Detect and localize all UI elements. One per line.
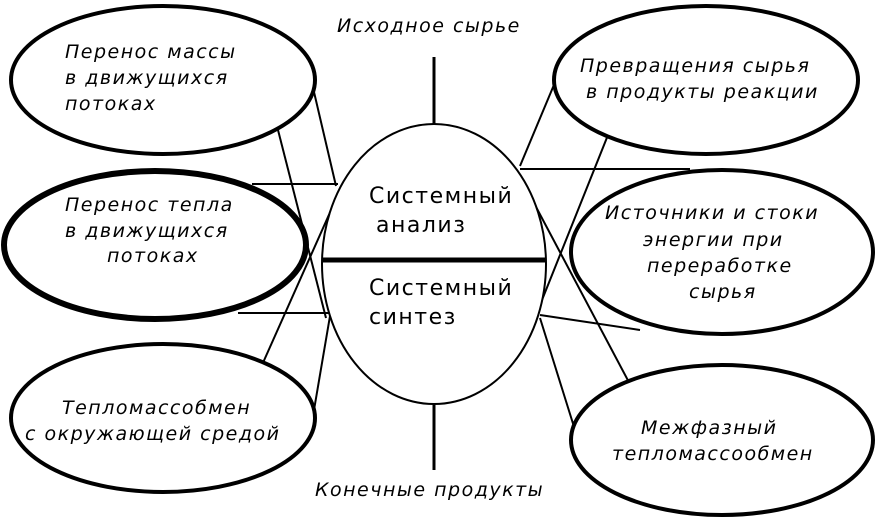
node-raw-conversion — [552, 4, 860, 156]
center-top-line1: Системный — [369, 184, 513, 209]
node-interphase-exchange-line1: Межфазный — [641, 417, 777, 439]
node-energy-sources-line3: переработке — [647, 255, 793, 277]
node-energy-sources — [569, 168, 875, 336]
node-mass-transfer — [9, 4, 317, 156]
node-energy-sources-line2: энергии при — [643, 229, 784, 251]
center-node — [321, 123, 547, 405]
left-connectors — [238, 91, 341, 411]
node-environment-exchange-line2: с окружающей средой — [25, 423, 280, 445]
right-connectors — [519, 79, 690, 431]
node-heat-transfer-line2: в движущихся — [65, 220, 229, 242]
node-heat-transfer — [1, 168, 309, 322]
node-environment-exchange-line1: Тепломассобмен — [62, 397, 251, 419]
node-raw-conversion-line2: в продукты реакции — [586, 81, 819, 103]
center-bottom-line2: синтез — [369, 305, 457, 330]
center-top-line2: анализ — [376, 213, 466, 238]
node-mass-transfer-line3: потоках — [65, 93, 157, 115]
node-heat-transfer-line1: Перенос тепла — [65, 194, 234, 216]
node-raw-conversion-line1: Превращения сырья — [580, 55, 810, 77]
center-bottom-line1: Системный — [369, 276, 513, 301]
node-mass-transfer-line2: в движущихся — [65, 67, 229, 89]
node-interphase-exchange-line2: тепломассообмен — [612, 443, 814, 465]
top-label: Исходное сырье — [337, 15, 521, 37]
node-interphase-exchange — [569, 363, 875, 517]
node-mass-transfer-line1: Перенос массы — [65, 41, 237, 63]
node-energy-sources-line1: Источники и стоки — [605, 202, 819, 224]
node-energy-sources-line4: сырья — [689, 281, 757, 303]
node-heat-transfer-line3: потоках — [107, 245, 199, 267]
bottom-label: Конечные продукты — [315, 479, 544, 501]
node-environment-exchange — [9, 342, 317, 494]
